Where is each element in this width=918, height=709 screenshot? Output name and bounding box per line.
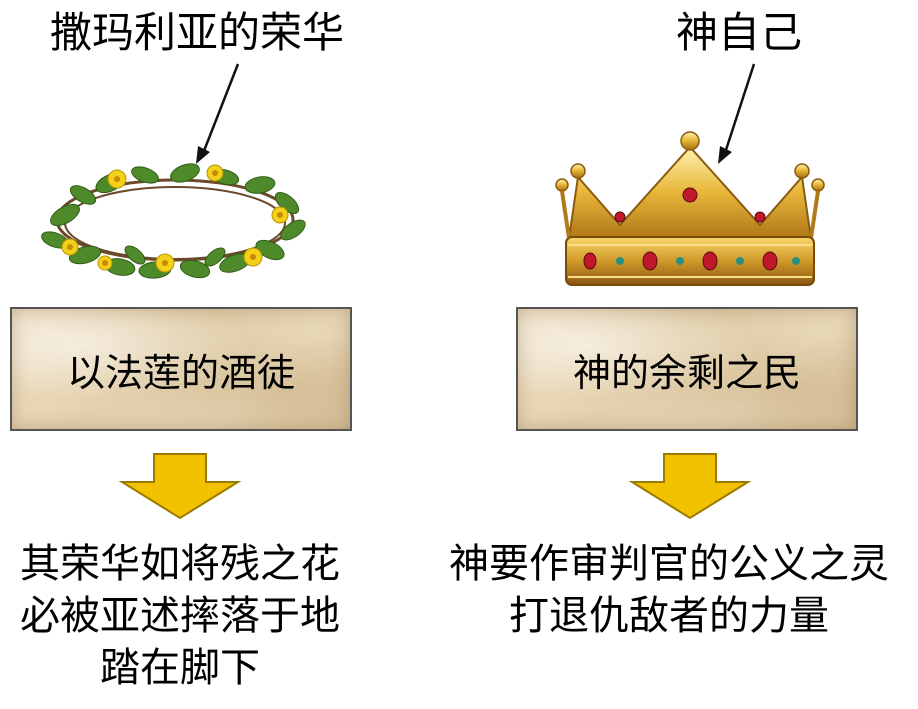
left-pointer-arrow: [196, 63, 240, 164]
right-down-arrow-icon: [628, 453, 752, 520]
right-caption-line-1: 神要作审判官的公义之灵: [449, 541, 889, 587]
right-caption: 神要作审判官的公义之灵 打退仇敌者的力量: [420, 538, 918, 642]
left-caption-line-3: 踏在脚下: [100, 645, 260, 691]
left-box-text: 以法莲的酒徒: [66, 350, 295, 395]
flower-wreath-icon: [41, 163, 306, 279]
right-pointer-arrow: [718, 63, 756, 164]
right-top-label: 神自己: [676, 8, 803, 57]
right-box-text: 神的余剩之民: [572, 350, 801, 395]
left-label-box: 以法莲的酒徒: [10, 307, 352, 431]
golden-crown-icon: [555, 131, 825, 286]
right-label-box: 神的余剩之民: [516, 307, 858, 431]
left-caption: 其荣华如将残之花 必被亚述摔落于地 踏在脚下: [0, 538, 360, 694]
right-caption-line-2: 打退仇敌者的力量: [509, 593, 829, 639]
left-caption-line-1: 其荣华如将残之花: [20, 541, 340, 587]
left-caption-line-2: 必被亚述摔落于地: [20, 593, 340, 639]
left-down-arrow-icon: [118, 453, 242, 520]
left-top-label: 撒玛利亚的荣华: [50, 8, 345, 57]
